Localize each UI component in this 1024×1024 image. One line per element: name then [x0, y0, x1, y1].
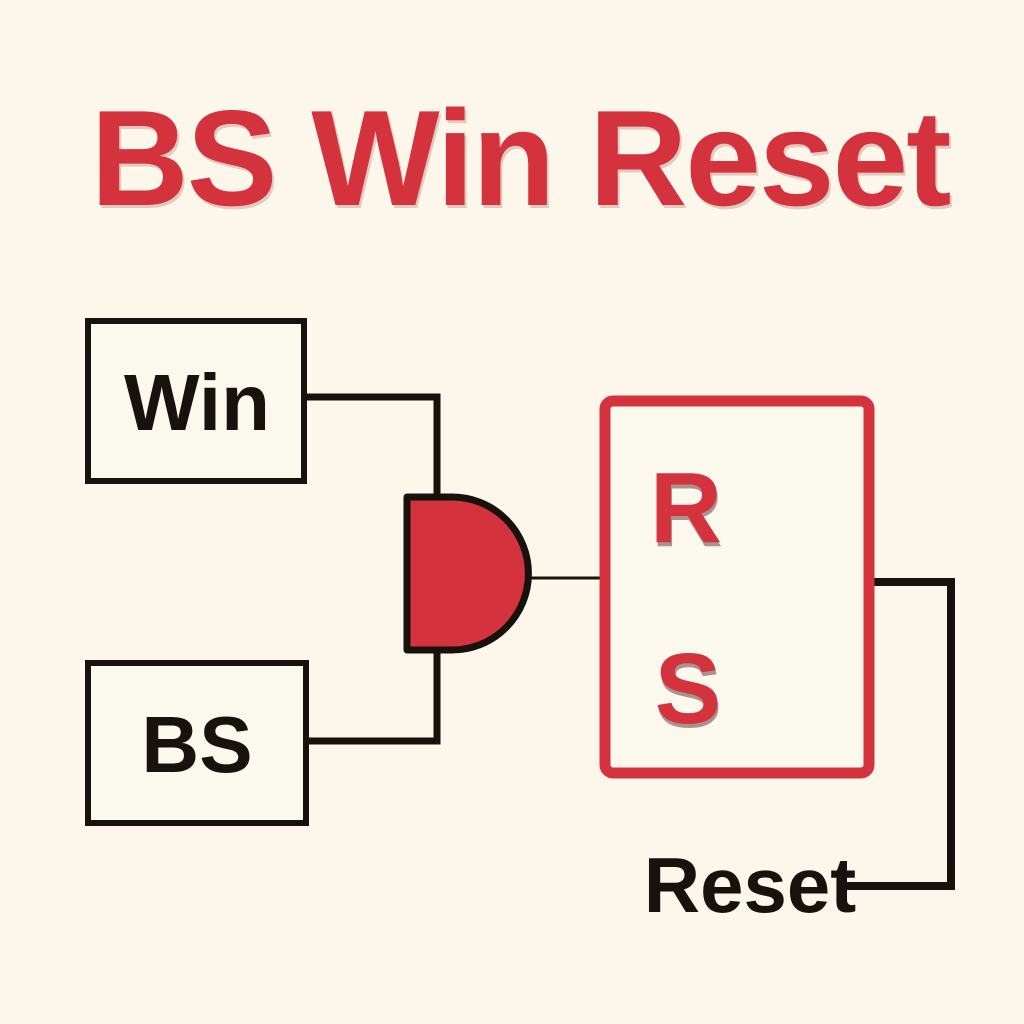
bs-box	[85, 660, 309, 826]
bs-label: BS	[141, 700, 252, 789]
win-to-gate-wire	[303, 393, 441, 505]
reset-label: Reset	[644, 841, 856, 929]
bs-to-gate-wire	[303, 642, 441, 745]
latch-r-label: R	[650, 452, 722, 564]
latch-s-label: S	[655, 633, 722, 745]
rs-latch-box	[599, 395, 875, 779]
latch-to-reset-wire	[846, 578, 955, 890]
win-box	[85, 318, 307, 484]
page-title: BS Win Reset	[91, 82, 951, 234]
win-label: Win	[124, 358, 270, 447]
and-gate-icon	[403, 493, 532, 654]
